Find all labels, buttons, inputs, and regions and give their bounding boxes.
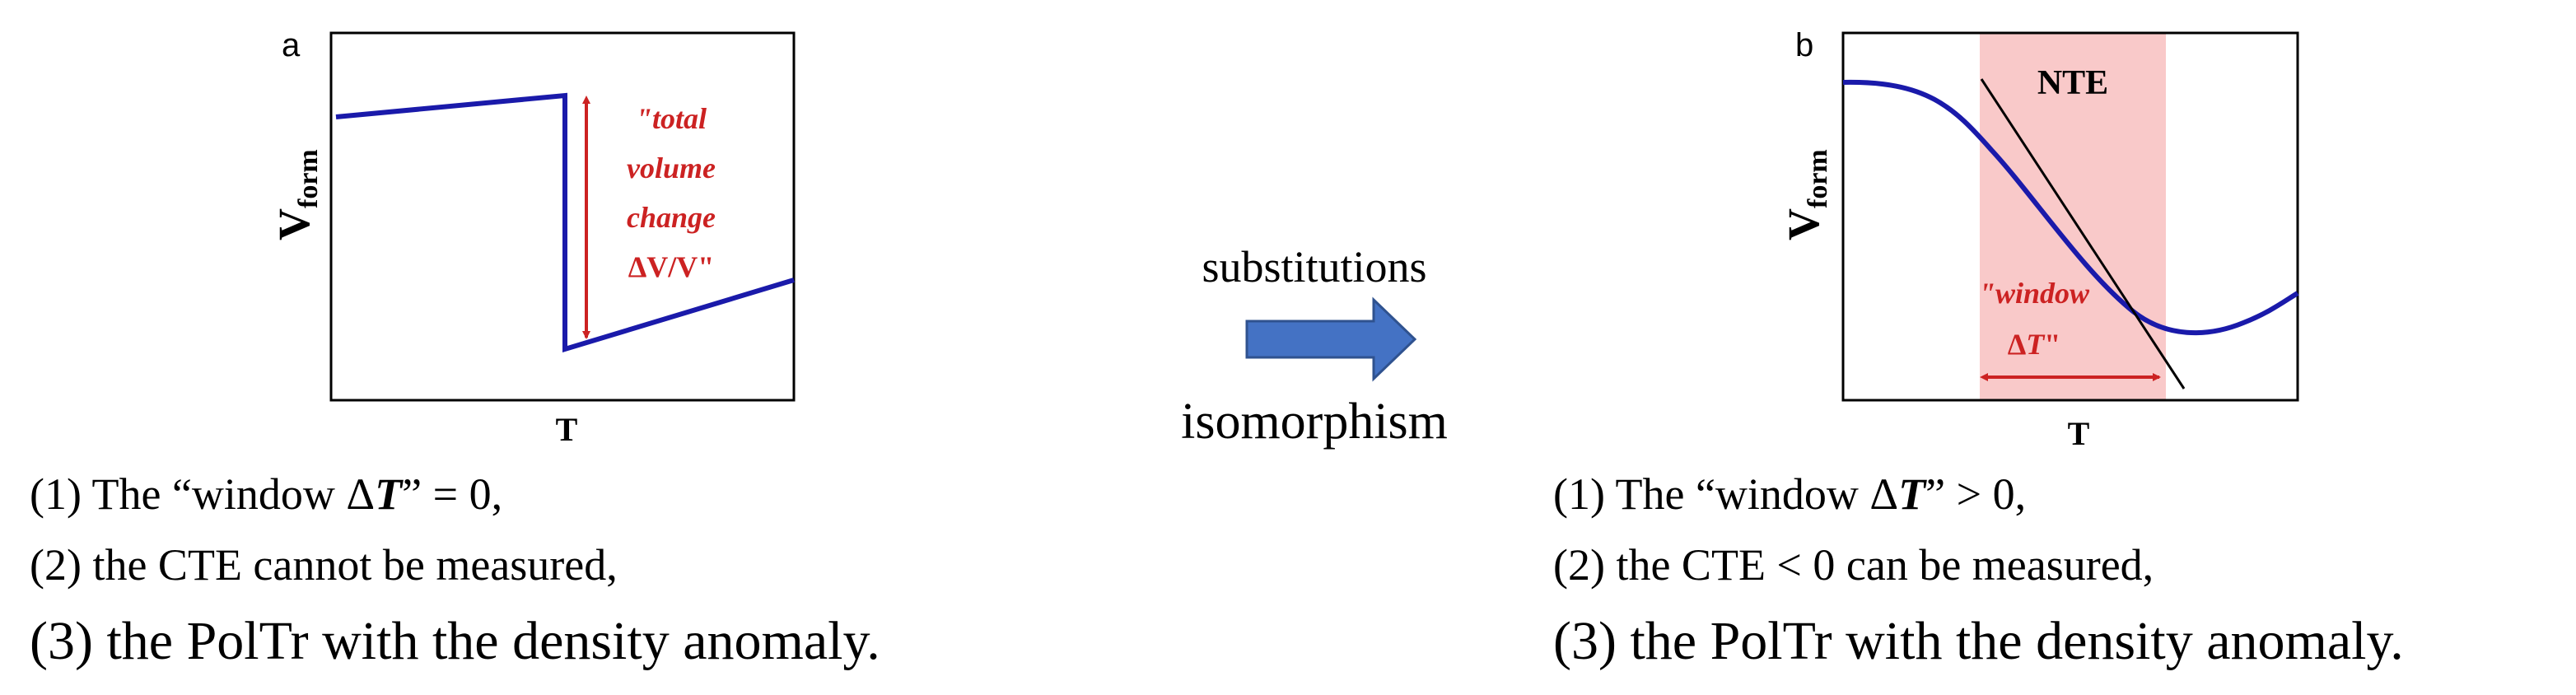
window-delta-t-label: ΔT" [2008,328,2061,361]
panel-a-annotation-line-1: "total [636,102,707,135]
nte-label: NTE [2037,64,2108,102]
window-close-quote: " [2044,328,2060,361]
panel-a-annotation-line-4: ΔV/V" [628,250,715,283]
left-caption-line-2: (2) the CTE cannot be measured, [30,540,618,590]
panel-a-annotation-line-2: volume [627,152,716,184]
panel-b-ylabel: Vform [1779,149,1833,240]
tangent-line [1980,78,2186,389]
right-arrow-icon [1245,296,1417,382]
window-delta-symbol: Δ [2008,328,2027,361]
right-line-1-start: (1) The “window Δ [1553,469,1898,519]
panel-a-ylabel-sub: form [293,149,324,208]
panel-b-curve [1842,79,2299,336]
panel-a-annotation-line-3: change [627,201,716,234]
left-caption-line-3: (3) the PolTr with the density anomaly. [30,611,880,671]
panel-b-ylabel-sub: form [1803,149,1833,208]
right-line-1-t: T [1898,469,1927,519]
right-caption-line-2: (2) the CTE < 0 can be measured, [1553,540,2154,590]
panel-a-annotation: "total volume change ΔV/V" [627,102,716,283]
window-label: "window [1979,277,2090,310]
panel-b: b Vform T NTE "window ΔT" [1779,27,2299,452]
panel-a-xlabel: T [556,411,578,448]
transition-arrow-group: substitutions isomorphism [1181,242,1448,450]
panel-a-frame [329,31,796,402]
left-line-1-start: (1) The “window Δ [30,469,375,519]
left-line-1-t: T [375,469,404,519]
right-line-1-end: ” > 0, [1925,469,2026,519]
panel-b-xlabel: T [2068,415,2090,452]
right-caption: (1) The “window ΔT” > 0, (2) the CTE < 0… [1553,469,2404,671]
panel-b-ylabel-main: V [1779,208,1828,240]
panel-a-label: a [282,27,301,63]
left-line-1-end: ” = 0, [402,469,502,519]
panel-b-frame [1841,31,2299,402]
substitutions-label: substitutions [1202,242,1426,292]
left-caption: (1) The “window ΔT” = 0, (2) the CTE can… [30,469,880,671]
panel-b-label: b [1795,27,1813,63]
right-caption-line-1: (1) The “window ΔT” > 0, [1553,469,2026,519]
panel-a-curve [335,92,795,353]
panel-a-ylabel: Vform [269,149,324,240]
panel-a: a Vform T "total volume change ΔV/V" [269,27,796,448]
isomorphism-label: isomorphism [1181,394,1448,450]
left-caption-line-1: (1) The “window ΔT” = 0, [30,469,502,519]
right-caption-line-3: (3) the PolTr with the density anomaly. [1553,611,2404,671]
window-t-symbol: T [2026,328,2046,361]
panel-a-ylabel-main: V [269,208,319,240]
